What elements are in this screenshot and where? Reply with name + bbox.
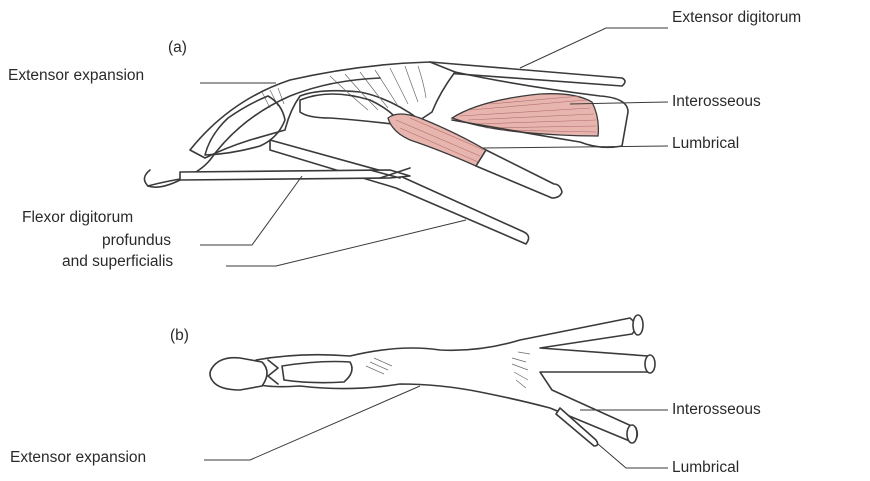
extensor-expansion-b: [256, 318, 651, 442]
fingertip-b: [210, 358, 267, 390]
lumbrical-tendon-a: [476, 150, 562, 198]
tendon-end-1: [633, 315, 643, 335]
label-interosseous-b: Interosseous: [672, 401, 761, 418]
leader-flexor-1: [200, 176, 302, 245]
panel-a: (a) Extensor digitorum Extensor expansio…: [8, 9, 801, 270]
label-flexor-line1: Flexor digitorum: [22, 209, 133, 226]
leader-lumbrical-a: [482, 146, 668, 148]
label-flexor-line3: and superficialis: [62, 253, 173, 270]
label-lumbrical-a: Lumbrical: [672, 135, 739, 152]
panel-b-label: (b): [170, 327, 189, 344]
leader-extensor-expansion-b: [204, 386, 420, 460]
extensor-digitorum-tendon: [430, 62, 625, 86]
label-extensor-expansion-a: Extensor expansion: [8, 67, 144, 84]
panel-a-label: (a): [168, 39, 187, 56]
leader-flexor-2: [226, 220, 466, 266]
label-extensor-digitorum: Extensor digitorum: [672, 9, 801, 26]
label-flexor-line2: profundus: [102, 232, 171, 249]
label-extensor-expansion-b: Extensor expansion: [10, 449, 146, 466]
tendon-end-3: [627, 425, 637, 443]
leader-lumbrical-b: [598, 444, 668, 468]
tendon-end-2: [645, 355, 655, 373]
label-lumbrical-b: Lumbrical: [672, 459, 739, 476]
extensor-expansion-hood: [190, 62, 455, 158]
leader-extensor-digitorum: [520, 28, 668, 68]
label-interosseous-a: Interosseous: [672, 93, 761, 110]
panel-b: (b) Interosseous Extensor expansion: [10, 315, 761, 476]
